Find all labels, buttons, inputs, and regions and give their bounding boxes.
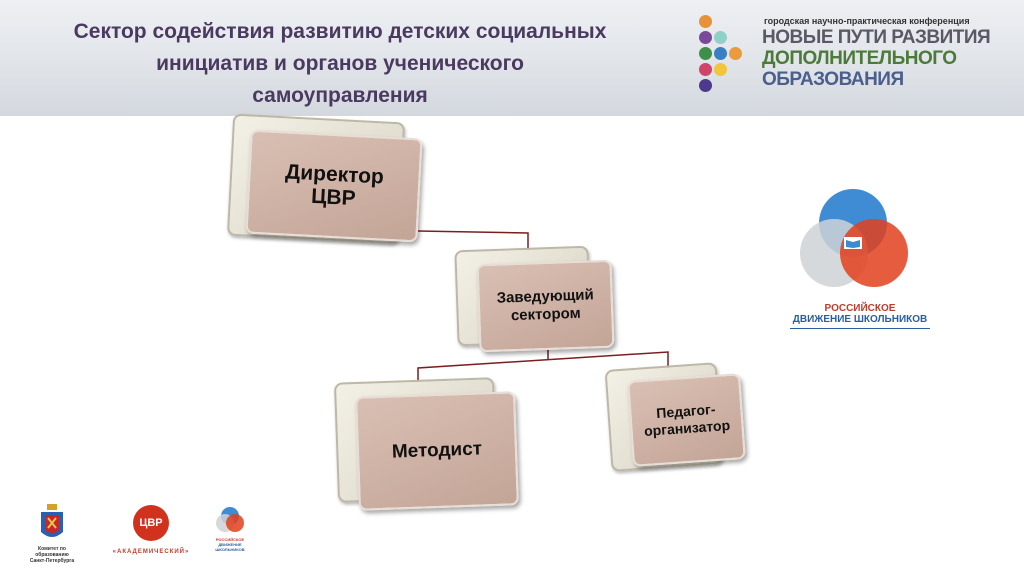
rdsh-circles-icon — [800, 189, 908, 287]
dot-icon — [699, 63, 712, 76]
committee-line1: Комитет по образованию — [35, 546, 69, 558]
dot-icon — [714, 31, 727, 44]
rdsh-line2: ДВИЖЕНИЕ ШКОЛЬНИКОВ — [790, 314, 930, 329]
methodist-label: Методист — [391, 438, 483, 463]
dot-icon — [699, 47, 712, 60]
title-line: самоуправления — [252, 84, 428, 107]
rdsh-line1: РОССИЙСКОЕ — [824, 303, 896, 314]
cvr-logo: ЦВР «АКАДЕМИЧЕСКИЙ» — [106, 505, 196, 555]
dot-icon — [699, 31, 712, 44]
header-band — [0, 0, 1024, 116]
slide-title: Сектор содействия развитию детских социа… — [10, 16, 670, 112]
committee-line2: Санкт-Петербурга — [29, 558, 75, 564]
conference-line2: ДОПОЛНИТЕЛЬНОГО — [762, 48, 957, 69]
head-label: сектором — [510, 304, 581, 325]
dot-icon — [699, 79, 712, 92]
conference-logo: городская научно-практическая конференци… — [694, 10, 1014, 100]
rdsh-small-line2: ДВИЖЕНИЕ ШКОЛЬНИКОВ — [215, 542, 245, 552]
rdsh-logo: РОССИЙСКОЕ ДВИЖЕНИЕ ШКОЛЬНИКОВ — [790, 185, 930, 345]
dot-icon — [714, 47, 727, 60]
title-line: инициатив и органов ученического — [156, 52, 524, 75]
dot-icon — [729, 47, 742, 60]
methodist-box: Методист — [355, 391, 519, 511]
dot-icon — [699, 15, 712, 28]
rdsh-small-logo: РОССИЙСКОЕ ДВИЖЕНИЕ ШКОЛЬНИКОВ — [208, 505, 252, 552]
coat-of-arms-icon — [41, 504, 63, 537]
organizer-box: Педагог-организатор — [627, 373, 746, 467]
conference-subtitle: городская научно-практическая конференци… — [764, 16, 970, 26]
conference-line3: ОБРАЗОВАНИЯ — [762, 69, 904, 90]
cvr-badge: ЦВР — [133, 505, 169, 541]
conference-line1: НОВЫЕ ПУТИ РАЗВИТИЯ — [762, 27, 991, 48]
cvr-name: «АКАДЕМИЧЕСКИЙ» — [112, 549, 190, 555]
dot-icon — [714, 63, 727, 76]
title-line: Сектор содействия развитию детских социа… — [73, 20, 607, 43]
rdsh-small-line1: РОССИЙСКОЕ — [215, 537, 245, 542]
committee-logo: Комитет по образованию Санкт-Петербурга — [22, 500, 82, 564]
rdsh-small-circles-icon — [216, 507, 244, 532]
